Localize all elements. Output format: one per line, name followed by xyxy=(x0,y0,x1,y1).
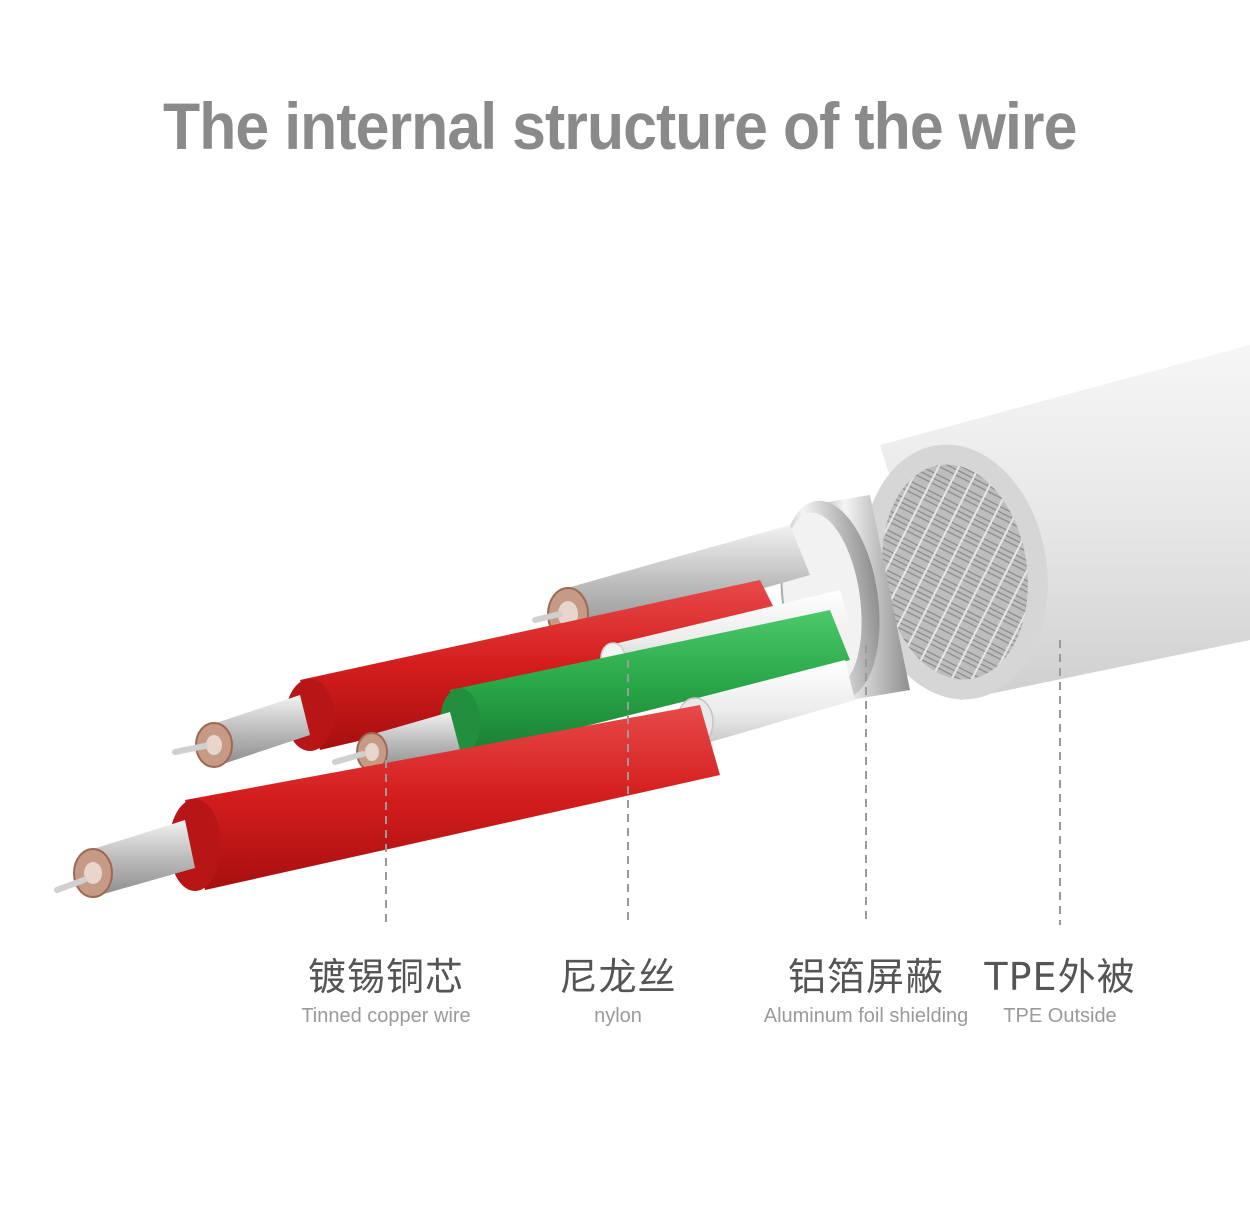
tpe-jacket xyxy=(862,345,1250,700)
label-tpe-outside-en: TPE Outside xyxy=(1003,1005,1117,1027)
label-tinned-copper-cn: 镀锡铜芯 xyxy=(307,955,465,999)
label-aluminum-foil-en: Aluminum foil shielding xyxy=(763,1005,969,1027)
label-aluminum-foil-cn: 铝箔屏蔽 xyxy=(787,955,945,999)
red-wire-upper xyxy=(172,580,790,768)
label-tinned-copper-en: Tinned copper wire xyxy=(301,1005,471,1027)
page-title: The internal structure of the wire xyxy=(163,89,1077,163)
label-nylon-cn: 尼龙丝 xyxy=(559,955,677,999)
red-wire-lower xyxy=(54,705,720,898)
leader-lines xyxy=(385,640,1061,925)
label-tpe-outside-cn: TPE外被 xyxy=(984,955,1136,999)
label-nylon-en: nylon xyxy=(594,1005,642,1027)
